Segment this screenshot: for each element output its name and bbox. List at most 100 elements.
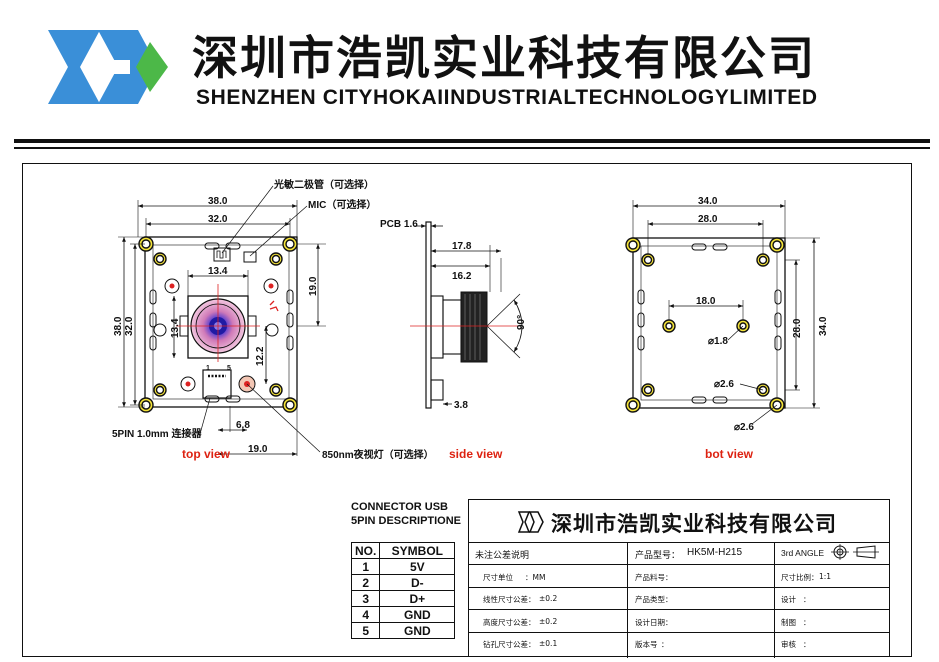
header-rule-thick (14, 139, 930, 143)
dim-top-bottom-w: 19.0 (248, 444, 268, 455)
pin-symbol: D- (379, 574, 456, 591)
material-label: 产品料号： (635, 573, 673, 582)
side-pcb (425, 221, 432, 409)
version-colon: ： (661, 640, 669, 649)
connector-description: CONNECTOR USB 5PIN DESCRIPTIONE NO. SYMB… (350, 500, 461, 639)
review-label: 审核 (781, 640, 796, 649)
pin-no: 4 (350, 606, 381, 623)
design-colon: ： (803, 595, 811, 604)
pin-symbol: GND (379, 606, 456, 623)
side-view-text: PCB 1.6 17.8 16.2 90° 3.8 side view (380, 219, 527, 461)
bot-board-outline (632, 237, 786, 409)
connector-title: CONNECTOR USB 5PIN DESCRIPTIONE (351, 500, 461, 528)
top-view-text: 38.0 32.0 13.4 38.0 32.0 13.4 19.0 12.2 … (112, 178, 434, 461)
dim-bot-hole-d: ⌀1.8 (708, 336, 728, 347)
connector-title-line1: CONNECTOR USB (351, 501, 448, 513)
dim-top-conn-off: 6.8 (236, 420, 250, 431)
linear-tol-label: 线性尺寸公差： (483, 595, 536, 604)
pin-no: 2 (350, 574, 381, 591)
review-colon: ： (803, 640, 811, 649)
dim-side-bottom: 3.8 (454, 400, 468, 411)
scale-value: 1:1 (819, 572, 832, 581)
dim-side-h1: 17.8 (452, 241, 472, 252)
scale-label: 尺寸比例： (781, 573, 819, 582)
tb-col-line (774, 542, 775, 658)
company-header: 深圳市浩凯实业科技有限公司 SHENZHEN CITYHOKAIINDUSTRI… (0, 0, 939, 150)
tb-row-line (469, 609, 889, 610)
col-symbol: SYMBOL (379, 542, 456, 559)
logo-blue-left (48, 30, 100, 104)
hole-tol-label: 钻孔尺寸公差： (483, 640, 536, 649)
dim-side-pcb: PCB 1.6 (380, 219, 418, 230)
callout-connector: 5PIN 1.0mm 连接器 (112, 427, 202, 440)
title-block-header: 深圳市浩凯实业科技有限公司 (469, 500, 889, 543)
dim-bot-w-inner: 28.0 (698, 214, 718, 225)
pin-no: 1 (350, 558, 381, 575)
top-corner-holes (138, 236, 298, 413)
top-slots (149, 242, 294, 403)
side-holder-base (430, 295, 444, 359)
model-value: HK5M-H215 (687, 547, 743, 558)
dim-top-w-outer: 38.0 (208, 196, 228, 207)
drawing-frame (22, 163, 912, 657)
small-figure-icon (269, 300, 279, 312)
dim-bot-w-outer: 34.0 (698, 196, 718, 207)
height-tol-label: 高度尺寸公差： (483, 618, 536, 627)
top-board-outline (144, 236, 298, 408)
projection-symbol-icon (831, 544, 879, 560)
callout-photodiode: 光敏二极管（可选择） (273, 178, 374, 191)
draw-colon: ： (803, 618, 811, 627)
top-connector (202, 369, 232, 399)
tolerance-title: 未注公差说明 (475, 551, 530, 561)
draw-label: 制图 (781, 618, 796, 627)
hole-tol-value: ±0.1 (539, 639, 558, 648)
callout-mic: MIC（可选择） (308, 198, 376, 211)
col-no: NO. (350, 542, 381, 559)
pin-symbol: D+ (379, 590, 456, 607)
model-label: 产品型号： (635, 551, 681, 561)
company-name-cn: 深圳市浩凯实业科技有限公司 (192, 31, 816, 85)
connector-pin1: 1 (206, 365, 210, 372)
bot-view-label: bot view (705, 447, 754, 461)
version-label: 版本号 (635, 640, 658, 649)
company-logo (48, 30, 168, 104)
pin-no: 3 (350, 590, 381, 607)
company-name-en: SHENZHEN CITYHOKAIINDUSTRIALTECHNOLOGYLI… (196, 86, 818, 109)
design-label: 设计 (781, 595, 796, 604)
connector-title-line2: 5PIN DESCRIPTIONE (351, 515, 462, 527)
side-lens-body (460, 291, 488, 363)
dim-top-h-inner: 32.0 (124, 316, 135, 336)
pin-symbol: 5V (379, 558, 456, 575)
tb-col-line (627, 542, 628, 658)
tb-row-line (469, 564, 889, 565)
callout-ir-led: 850nm夜视灯（可选择） (322, 448, 434, 461)
dim-top-w-inner: 32.0 (208, 214, 228, 225)
tb-row-line (469, 632, 889, 633)
small-company-logo (517, 511, 544, 533)
dim-bot-corner-d1: ⌀2.6 (714, 379, 734, 390)
dim-side-h2: 16.2 (452, 271, 472, 282)
bot-view (625, 200, 820, 425)
bot-view-text: 34.0 28.0 18.0 ⌀1.8 28.0 34.0 ⌀2.6 ⌀2.6 … (696, 196, 829, 461)
dim-top-lens-h: 13.4 (170, 318, 181, 338)
dim-top-right-h: 19.0 (308, 276, 319, 296)
connector-pin5: 5 (227, 365, 231, 372)
top-board-inner (152, 244, 290, 400)
title-block-company: 深圳市浩凯实业科技有限公司 (551, 512, 837, 536)
side-view-label: side view (449, 447, 503, 461)
unit-label: 尺寸单位 (483, 573, 513, 582)
date-label: 设计日期： (635, 618, 673, 627)
logo-green-diamond (136, 42, 168, 92)
pin-no: 5 (350, 622, 381, 639)
dim-bot-h-inner: 28.0 (792, 318, 803, 338)
dim-bot-h-outer: 34.0 (818, 316, 829, 336)
table-header-row: NO. SYMBOL (350, 542, 456, 559)
unit-value: ：MM (525, 573, 546, 582)
mic (243, 251, 257, 263)
